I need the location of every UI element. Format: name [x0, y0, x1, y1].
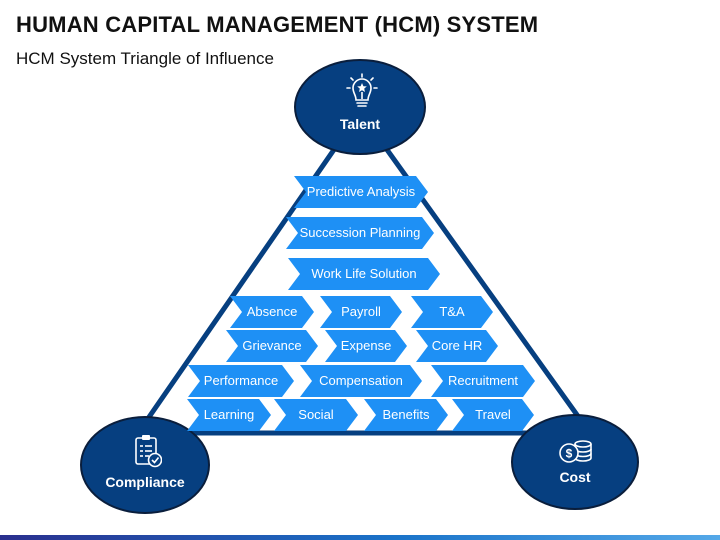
talent-label: Talent: [339, 116, 381, 132]
module-grievance: Grievance: [226, 330, 318, 362]
talent-node: Talent: [294, 59, 426, 155]
module-performance: Performance: [188, 365, 294, 397]
page-subtitle: HCM System Triangle of Influence: [16, 49, 274, 68]
module-payroll: Payroll: [320, 296, 402, 328]
cost-node: $ Cost: [511, 414, 639, 510]
module-expense: Expense: [325, 330, 407, 362]
module-learning: Learning: [187, 399, 271, 431]
compliance-node: Compliance: [80, 416, 210, 514]
module-travel: Travel: [452, 399, 534, 431]
coins-icon: $: [559, 440, 592, 463]
module-absence: Absence: [230, 296, 314, 328]
module-work-life-solution: Work Life Solution: [288, 258, 440, 290]
lightbulb-star-icon: [346, 73, 378, 107]
module-compensation: Compensation: [300, 365, 422, 397]
footer-bar: [0, 535, 720, 540]
module-recruitment: Recruitment: [431, 365, 535, 397]
module-succession-planning: Succession Planning: [286, 217, 434, 249]
module-predictive-analysis: Predictive Analysis: [294, 176, 428, 208]
module-benefits: Benefits: [364, 399, 448, 431]
module-social: Social: [274, 399, 358, 431]
cost-label: Cost: [559, 469, 591, 485]
clipboard-check-icon: [135, 435, 162, 468]
compliance-label: Compliance: [105, 474, 185, 490]
page-title: HUMAN CAPITAL MANAGEMENT (HCM) SYSTEM: [16, 12, 539, 37]
module-time-attendance: T&A: [411, 296, 493, 328]
module-core-hr: Core HR: [416, 330, 498, 362]
svg-text:$: $: [566, 447, 573, 461]
